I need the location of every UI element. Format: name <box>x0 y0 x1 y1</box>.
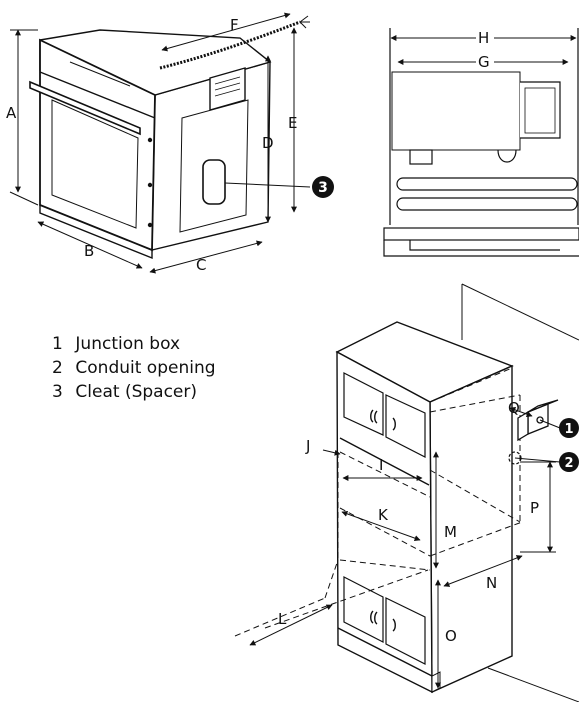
legend-item-text: Conduit opening <box>75 358 216 378</box>
dim-Q: Q <box>508 399 520 417</box>
dim-L: L <box>278 610 287 628</box>
callout-2-label: 2 <box>564 456 573 471</box>
dim-D: D <box>262 134 274 152</box>
callout-3: 3 <box>224 176 334 198</box>
legend-item: 3 Cleat (Spacer) <box>52 380 216 404</box>
junction-box <box>517 399 559 442</box>
legend-item-number: 2 <box>52 358 63 378</box>
cabinet-dimension-lines <box>249 407 556 689</box>
oven-front-view <box>383 28 579 257</box>
cabinet-handles <box>370 409 396 632</box>
dim-G: G <box>478 53 490 71</box>
callout-1: 1 <box>539 418 579 438</box>
dim-C: C <box>196 256 206 274</box>
dim-I: I <box>379 456 383 474</box>
legend-item-number: 1 <box>52 334 63 354</box>
wall <box>461 283 579 702</box>
dim-J: J <box>305 437 310 455</box>
cabinet-dimension-labels: I J K L M N O P Q <box>278 399 539 645</box>
legend-item: 1 Junction box <box>52 332 216 356</box>
cleat-spacer <box>202 159 226 205</box>
front-dimension-labels: H G <box>476 28 494 71</box>
legend-item-text: Junction box <box>75 334 181 354</box>
callout-2: 2 <box>514 452 579 472</box>
callout-1-label: 1 <box>564 422 573 437</box>
conduit-opening <box>508 451 522 465</box>
dim-P: P <box>530 499 539 517</box>
legend: 1 Junction box 2 Conduit opening 3 Cleat… <box>52 332 216 404</box>
dim-H: H <box>478 29 489 47</box>
oven-side-view <box>29 15 310 260</box>
dim-O: O <box>445 627 457 645</box>
dim-K: K <box>378 506 389 524</box>
legend-item: 2 Conduit opening <box>52 356 216 380</box>
oven-dimension-labels: A B C D E F <box>6 16 297 274</box>
dim-E: E <box>288 114 297 132</box>
cabinet <box>335 321 514 694</box>
oven-dimension-lines <box>9 12 297 274</box>
dim-M: M <box>444 523 457 541</box>
dim-B: B <box>84 242 94 260</box>
legend-item-number: 3 <box>52 382 63 402</box>
dim-A: A <box>6 104 17 122</box>
callout-3-label: 3 <box>318 180 328 196</box>
dim-F: F <box>230 16 239 34</box>
legend-item-text: Cleat (Spacer) <box>75 382 198 402</box>
dim-N: N <box>486 574 497 592</box>
